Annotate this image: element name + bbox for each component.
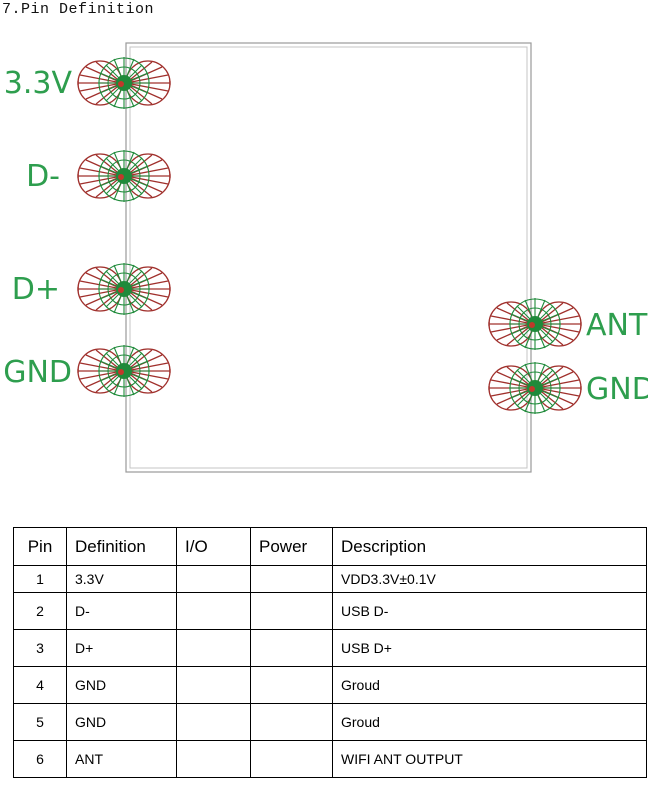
cell-description: USB D+ [332,629,647,667]
table-row: 6 ANT WIFI ANT OUTPUT [13,740,647,778]
table-row: 4 GND Groud [13,666,647,704]
cell-pin: 3 [13,629,67,667]
label-ant: ANT [586,308,648,343]
header-description: Description [332,527,647,566]
cell-description: Groud [332,666,647,704]
cell-power [250,666,333,704]
cell-power [250,703,333,741]
label-d-plus: D+ [12,272,60,307]
table-row: 3 D+ USB D+ [13,629,647,667]
cell-definition: GND [66,666,177,704]
cell-definition: D- [66,592,177,630]
cell-pin: 1 [13,565,67,593]
cell-io [176,740,251,778]
cell-io [176,666,251,704]
cell-io [176,565,251,593]
header-io: I/O [176,527,251,566]
cell-description: VDD3.3V±0.1V [332,565,647,593]
cell-pin: 2 [13,592,67,630]
header-power: Power [250,527,333,566]
pin-diagram: 3.3V D- D+ GND ANT GND [3,42,648,473]
pad-gnd-left [77,344,171,398]
cell-power [250,565,333,593]
cell-description: Groud [332,703,647,741]
pad-3v3 [77,56,171,110]
cell-power [250,629,333,667]
header-pin: Pin [13,527,67,566]
pad-ant [488,297,582,351]
table-header-row: Pin Definition I/O Power Description [13,527,647,566]
pad-d-minus [77,149,171,203]
cell-definition: GND [66,703,177,741]
label-gnd-left: GND [3,355,72,390]
cell-definition: ANT [66,740,177,778]
label-3v3: 3.3V [4,66,73,101]
header-definition: Definition [66,527,177,566]
table-row: 2 D- USB D- [13,592,647,630]
label-d-minus: D- [26,159,60,194]
table-row: 1 3.3V VDD3.3V±0.1V [13,565,647,593]
cell-description: WIFI ANT OUTPUT [332,740,647,778]
cell-io [176,592,251,630]
section-heading: 7.Pin Definition [2,1,155,18]
cell-io [176,703,251,741]
cell-description: USB D- [332,592,647,630]
module-outline-inner [129,46,528,469]
cell-power [250,740,333,778]
cell-pin: 6 [13,740,67,778]
table-row: 5 GND Groud [13,703,647,741]
cell-pin: 5 [13,703,67,741]
cell-pin: 4 [13,666,67,704]
pad-d-plus [77,262,171,316]
pin-definition-table: Pin Definition I/O Power Description 1 3… [13,527,647,778]
cell-definition: 3.3V [66,565,177,593]
pad-gnd-right [488,361,582,415]
cell-definition: D+ [66,629,177,667]
module-outline [125,42,532,473]
cell-power [250,592,333,630]
cell-io [176,629,251,667]
label-gnd-right: GND [586,372,648,407]
